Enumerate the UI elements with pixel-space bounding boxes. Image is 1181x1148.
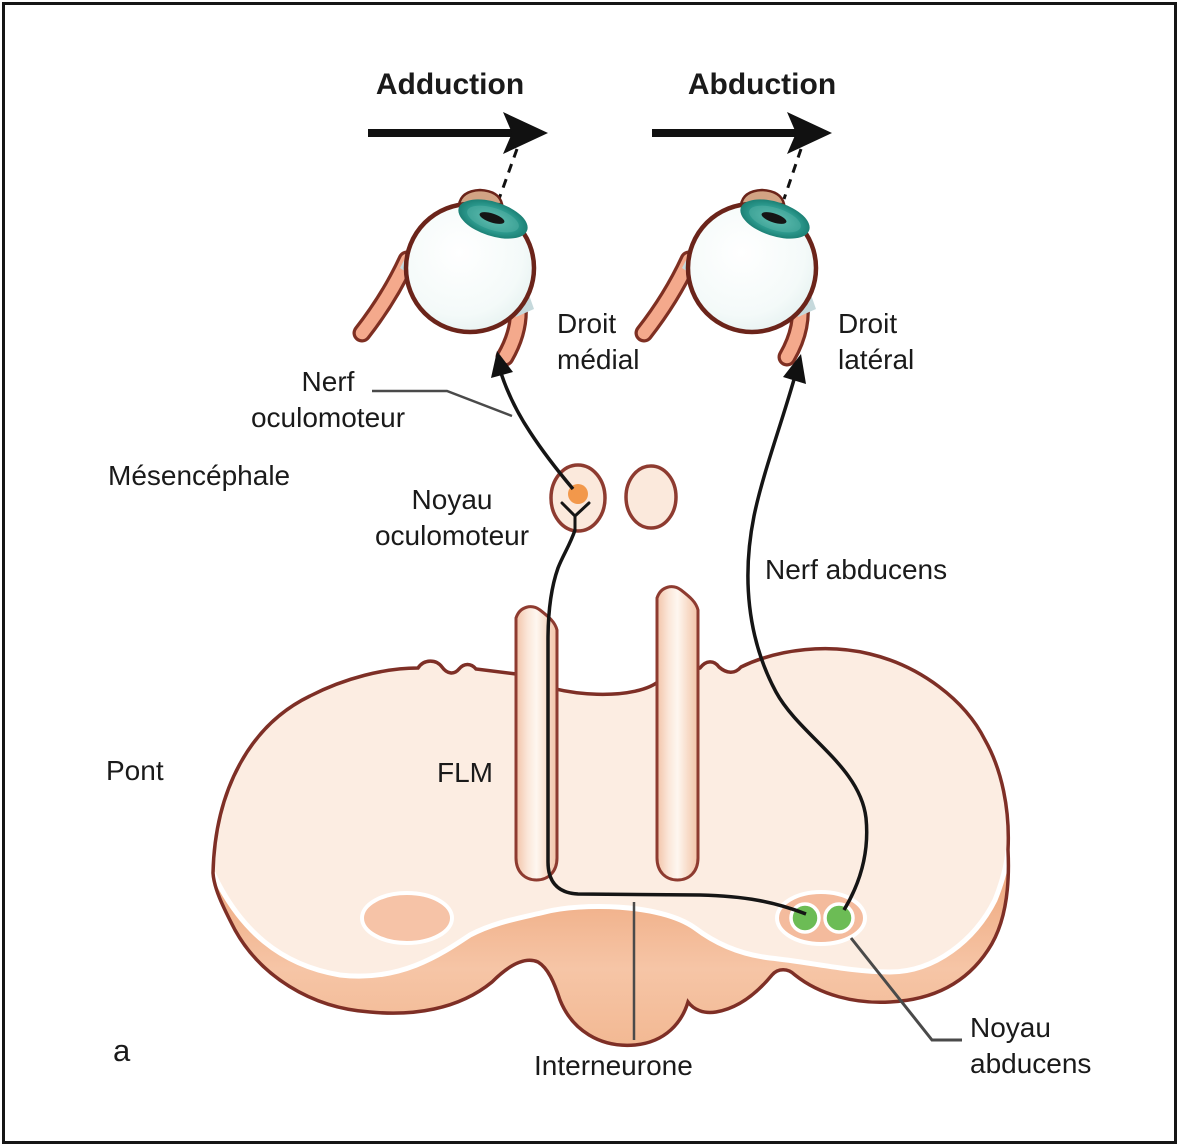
interneurone-label: Interneurone xyxy=(534,1050,693,1081)
oculomotor-nerve-arrowhead xyxy=(491,351,513,378)
abduction-label: Abduction xyxy=(687,68,837,101)
adduction-label: Adduction xyxy=(375,68,525,101)
pons-outline xyxy=(211,646,1011,1048)
noyau-oculomoteur-label: Noyau oculomoteur xyxy=(374,484,530,551)
noyau-abducens-label: Noyau abducens xyxy=(970,1012,1092,1079)
left-eye xyxy=(362,190,534,357)
right-eye xyxy=(644,190,816,357)
abducens-nerve xyxy=(746,354,869,911)
oculomotor-nerve xyxy=(491,351,575,491)
droit-lateral-label: Droit latéral xyxy=(838,308,915,375)
droit-medial-label: Droit médial xyxy=(557,308,640,375)
panel-letter-label: a xyxy=(113,1033,131,1068)
nerf-oculomoteur-leader-line xyxy=(372,389,513,418)
pont-label: Pont xyxy=(106,755,164,786)
synapse-fork-icon xyxy=(560,501,591,532)
noyau-abducens-leader-line xyxy=(849,937,962,1042)
oculomotor-nuclei xyxy=(549,463,678,533)
adduction-arrow-icon xyxy=(368,112,548,200)
mesencephale-label: Mésencéphale xyxy=(108,460,291,491)
interneuron-axon xyxy=(546,501,807,916)
pons-cross-section xyxy=(210,646,1011,1048)
abducens-neuron-dot xyxy=(789,902,821,934)
abducens-nerve-arrowhead xyxy=(783,354,806,384)
abducens-neuron-dot xyxy=(823,902,855,934)
nerf-oculomoteur-label: Nerf oculomoteur xyxy=(250,366,406,433)
abduction-arrow-icon xyxy=(652,112,832,200)
abducens-nucleus xyxy=(775,890,867,946)
pons-surface-highlight xyxy=(210,849,1011,979)
nerf-abducens-label: Nerf abducens xyxy=(765,554,948,585)
flm-label: FLM xyxy=(437,757,493,788)
pons-left-faint-oval xyxy=(360,891,454,945)
